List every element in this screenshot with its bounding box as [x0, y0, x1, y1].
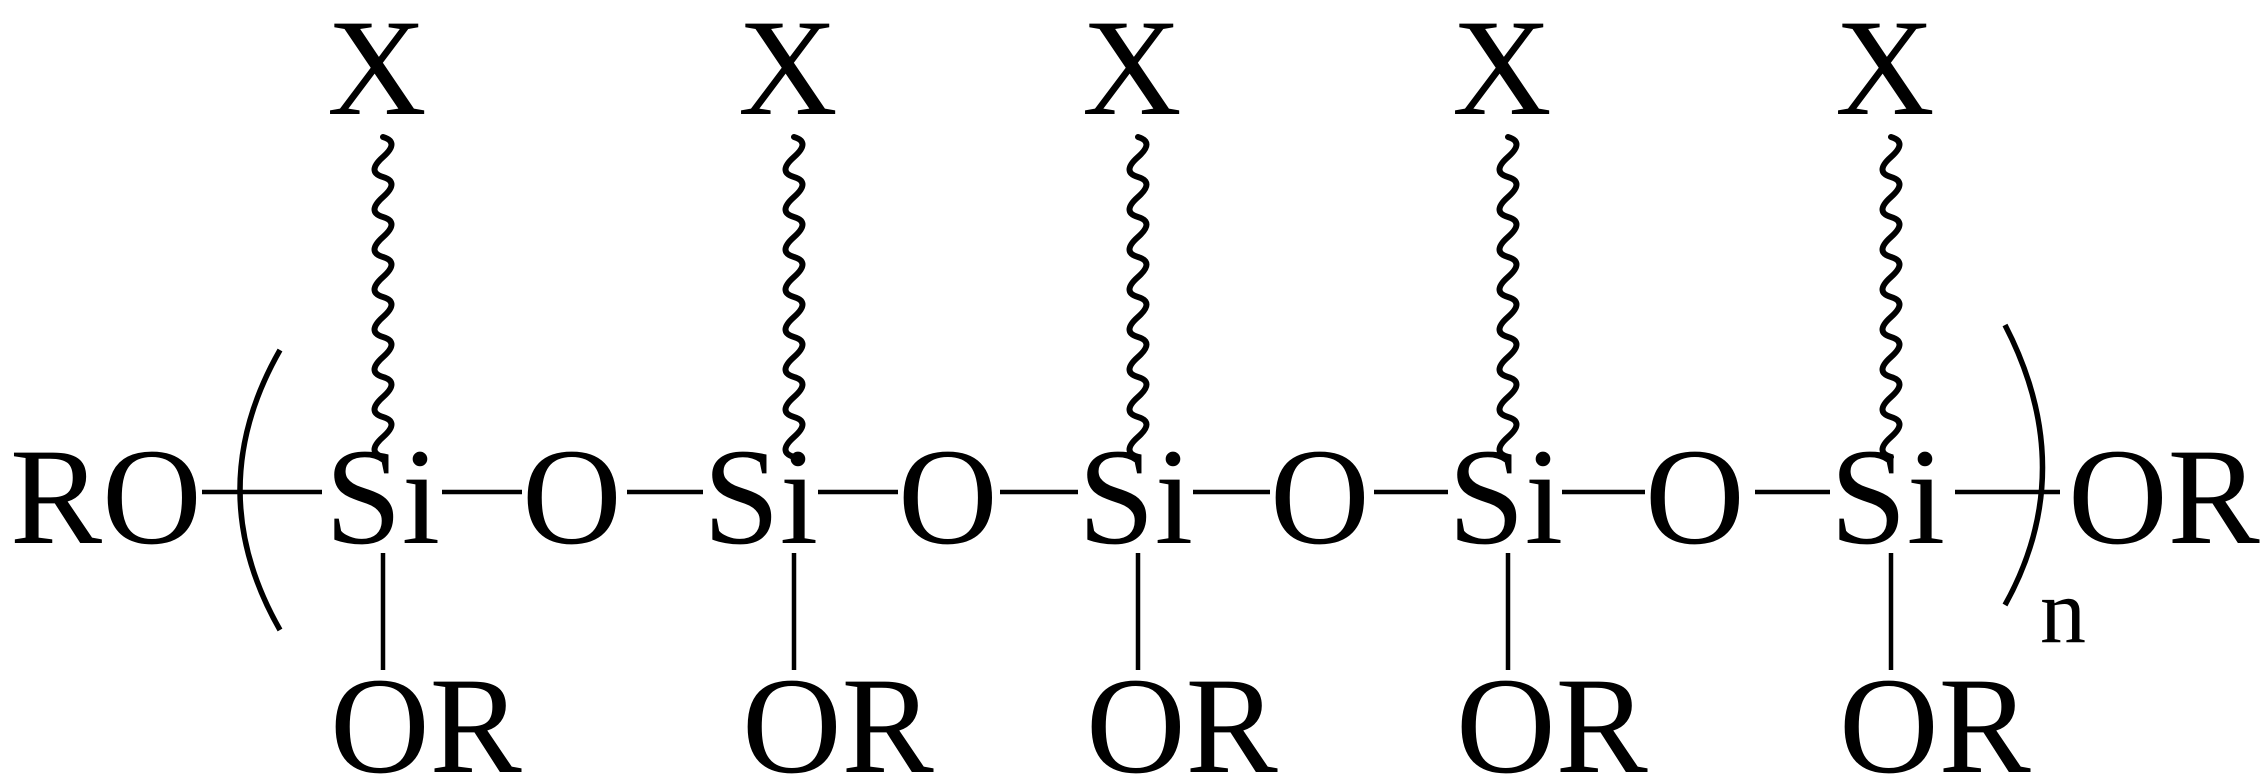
bridge-oxygen-2: O — [898, 420, 998, 573]
substituent-x: X — [1452, 0, 1552, 144]
wavy-chain-icon — [1496, 134, 1520, 460]
silicon-atom: Si — [1448, 420, 1563, 573]
repeat-subscript: n — [2040, 560, 2086, 662]
substituent-x: X — [1835, 0, 1935, 144]
silicon-unit-3: X Si OR — [1078, 0, 1278, 783]
wavy-chain-icon — [1879, 134, 1903, 460]
bridge-oxygen-3: O — [1270, 420, 1370, 573]
right-end-group: OR — [2068, 420, 2260, 573]
silicon-atom: Si — [1830, 420, 1945, 573]
left-end-group: RO — [10, 420, 202, 573]
substituent-x: X — [327, 0, 427, 144]
silicon-unit-5: X Si OR — [1830, 0, 2031, 783]
silicon-atom: Si — [1078, 420, 1193, 573]
alkoxy-group: OR — [1456, 649, 1648, 783]
silicon-unit-2: X Si OR — [703, 0, 934, 783]
bridge-oxygen-1: O — [522, 420, 622, 573]
wavy-chain-icon — [1126, 134, 1150, 460]
alkoxy-group: OR — [1086, 649, 1278, 783]
alkoxy-group: OR — [742, 649, 934, 783]
alkoxy-group: OR — [1839, 649, 2031, 783]
alkoxy-group: OR — [330, 649, 522, 783]
substituent-x: X — [1082, 0, 1182, 144]
substituent-x: X — [738, 0, 838, 144]
silicon-unit-1: X Si OR — [325, 0, 522, 783]
silicon-atom: Si — [703, 420, 818, 573]
wavy-chain-icon — [782, 134, 806, 460]
bridge-oxygen-4: O — [1645, 420, 1745, 573]
silicon-atom: Si — [325, 420, 440, 573]
wavy-chain-icon — [371, 134, 395, 460]
silicon-unit-4: X Si OR — [1448, 0, 1648, 783]
right-repeat-parenthesis — [2002, 323, 2046, 607]
